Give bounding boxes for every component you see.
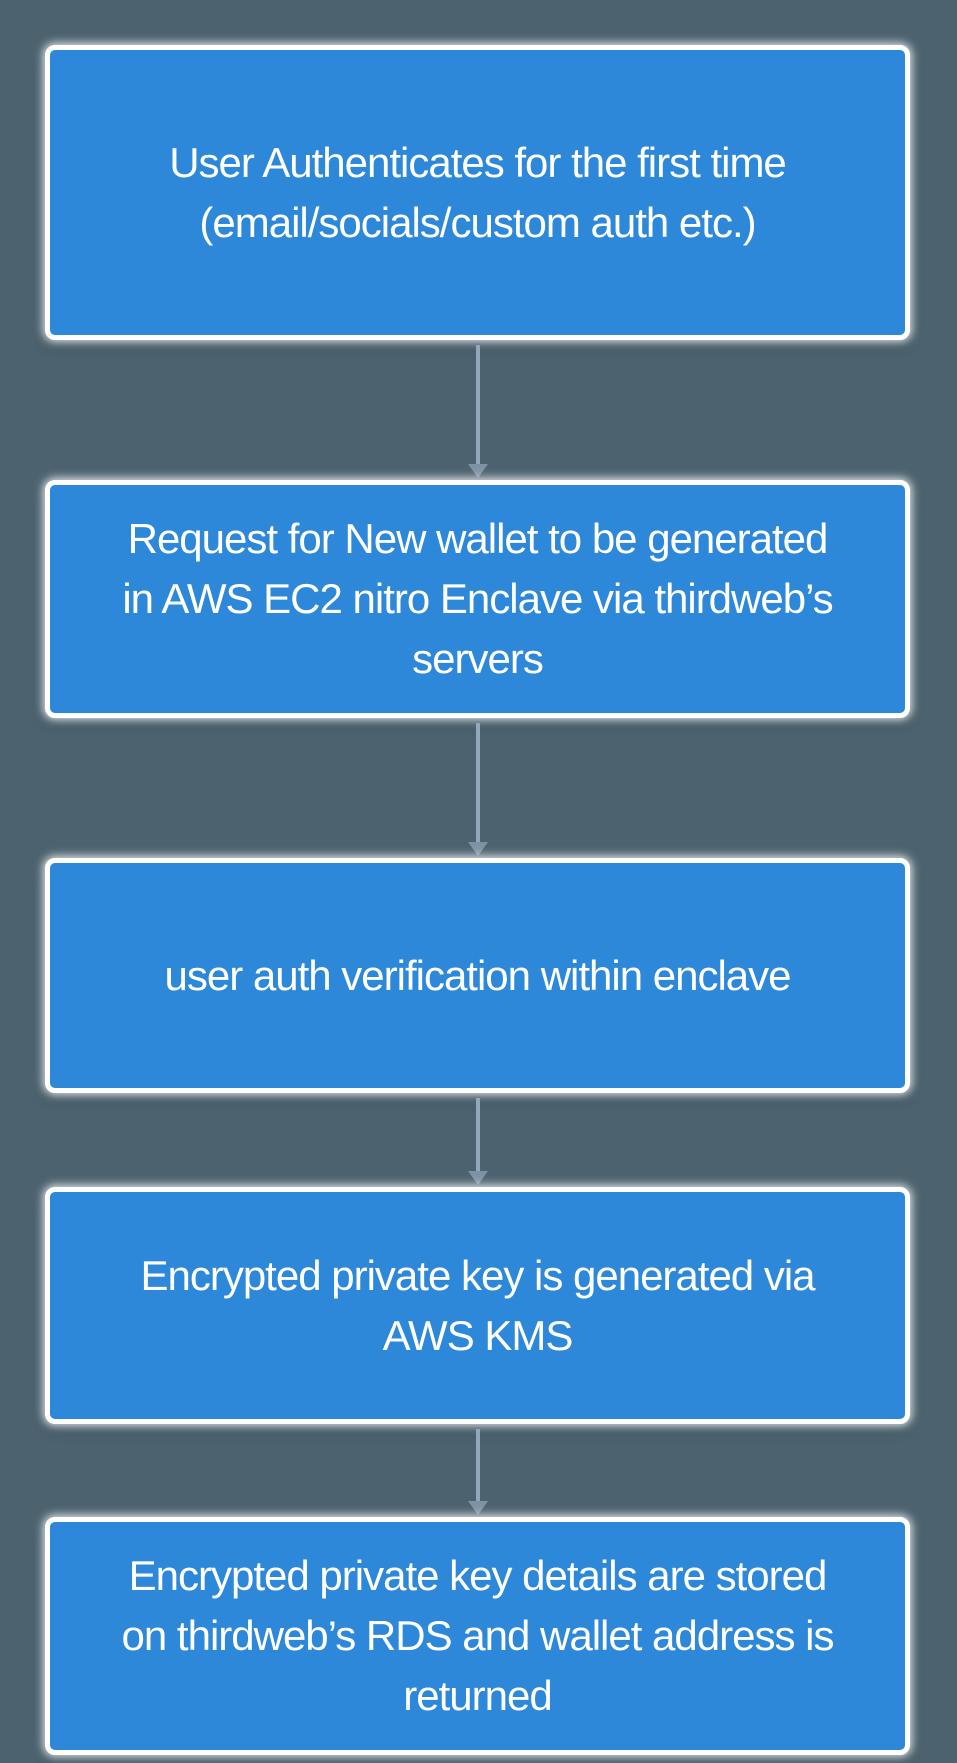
flow-node-encrypted-key-stored: Encrypted private key details are stored…: [45, 1517, 910, 1755]
node-text-line: on thirdweb’s RDS and wallet address is: [121, 1612, 835, 1659]
node-text-line: returned: [403, 1672, 552, 1719]
connector-line: [475, 345, 480, 464]
connector-arrow-2: [45, 718, 910, 858]
connector-arrow-1: [45, 340, 910, 480]
connector-arrow-3: [45, 1093, 910, 1187]
flow-node-user-auth-verification: user auth verification within enclave: [45, 858, 910, 1093]
arrow-head-icon: [467, 1501, 488, 1515]
node-text-line: Encrypted private key details are stored: [128, 1552, 828, 1599]
node-text-line: AWS KMS: [382, 1311, 574, 1359]
flow-node-user-authenticates: User Authenticates for the first time (e…: [45, 45, 910, 340]
flow-node-encrypted-key-generated: Encrypted private key is generated via A…: [45, 1187, 910, 1424]
flow-node-request-new-wallet: Request for New wallet to be generated i…: [45, 480, 910, 718]
arrow-head-icon: [467, 1171, 488, 1185]
node-text-line: (email/socials/custom auth etc.): [199, 198, 756, 246]
node-text-line: user auth verification within enclave: [164, 951, 791, 999]
arrow-head-icon: [467, 464, 488, 478]
connector-arrow-4: [45, 1424, 910, 1517]
connector-line: [475, 1098, 480, 1171]
connector-line: [475, 723, 480, 842]
arrow-head-icon: [467, 842, 488, 856]
node-text-line: Request for New wallet to be generated: [127, 515, 829, 562]
node-text-line: Encrypted private key is generated via: [140, 1251, 815, 1299]
node-text-line: servers: [412, 635, 544, 682]
node-text-line: User Authenticates for the first time: [169, 138, 787, 186]
connector-line: [475, 1429, 480, 1501]
node-text-line: in AWS EC2 nitro Enclave via thirdweb’s: [122, 575, 833, 622]
